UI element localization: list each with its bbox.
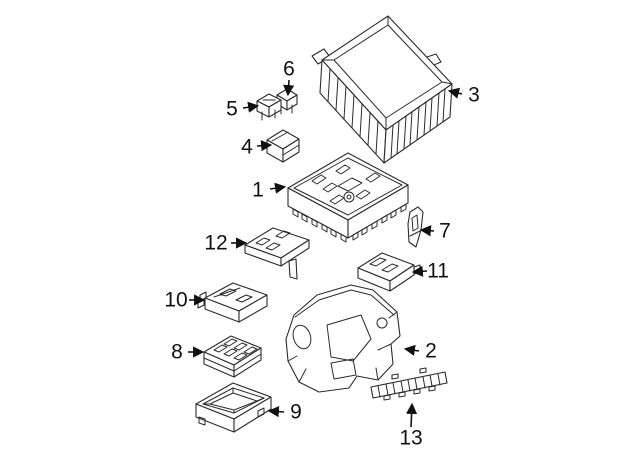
callout-arrow-1 xyxy=(269,182,287,194)
part-connector-block xyxy=(197,282,268,323)
callout-label-3: 3 xyxy=(468,83,480,107)
callout-label-12: 12 xyxy=(204,231,228,255)
callout-arrow-4 xyxy=(256,140,273,152)
part-retaining-clip xyxy=(407,206,424,248)
callout-arrow-9 xyxy=(267,406,285,418)
callout-arrow-6 xyxy=(283,79,295,97)
callout-label-13: 13 xyxy=(399,426,423,450)
callout-label-7: 7 xyxy=(439,219,451,243)
part-relay-module xyxy=(357,252,421,292)
part-fuse-block xyxy=(203,335,262,378)
part-fuse xyxy=(256,93,282,121)
callout-label-11: 11 xyxy=(427,259,449,283)
callout-arrow-11 xyxy=(411,265,428,277)
callout-label-5: 5 xyxy=(226,97,238,121)
callout-label-2: 2 xyxy=(425,339,437,363)
callout-arrow-2 xyxy=(403,344,420,356)
callout-arrow-13 xyxy=(405,402,418,428)
callout-label-4: 4 xyxy=(241,135,253,159)
callout-label-9: 9 xyxy=(290,400,302,424)
part-lower-housing-tray xyxy=(195,382,272,433)
callout-label-10: 10 xyxy=(164,288,188,312)
callout-label-8: 8 xyxy=(171,340,183,364)
callout-arrow-7 xyxy=(419,225,435,237)
part-bus-bar xyxy=(370,367,448,401)
part-protective-cover xyxy=(311,15,453,164)
callout-arrows xyxy=(188,79,463,428)
callout-label-6: 6 xyxy=(283,57,295,81)
callout-arrow-5 xyxy=(242,101,260,113)
callout-label-1: 1 xyxy=(252,178,264,202)
part-relay-carrier-plate xyxy=(244,227,310,280)
callout-arrow-3 xyxy=(447,87,463,99)
part-mounting-bracket xyxy=(285,284,401,393)
part-relay xyxy=(266,129,300,163)
part-fuse-relay-box xyxy=(287,152,409,243)
